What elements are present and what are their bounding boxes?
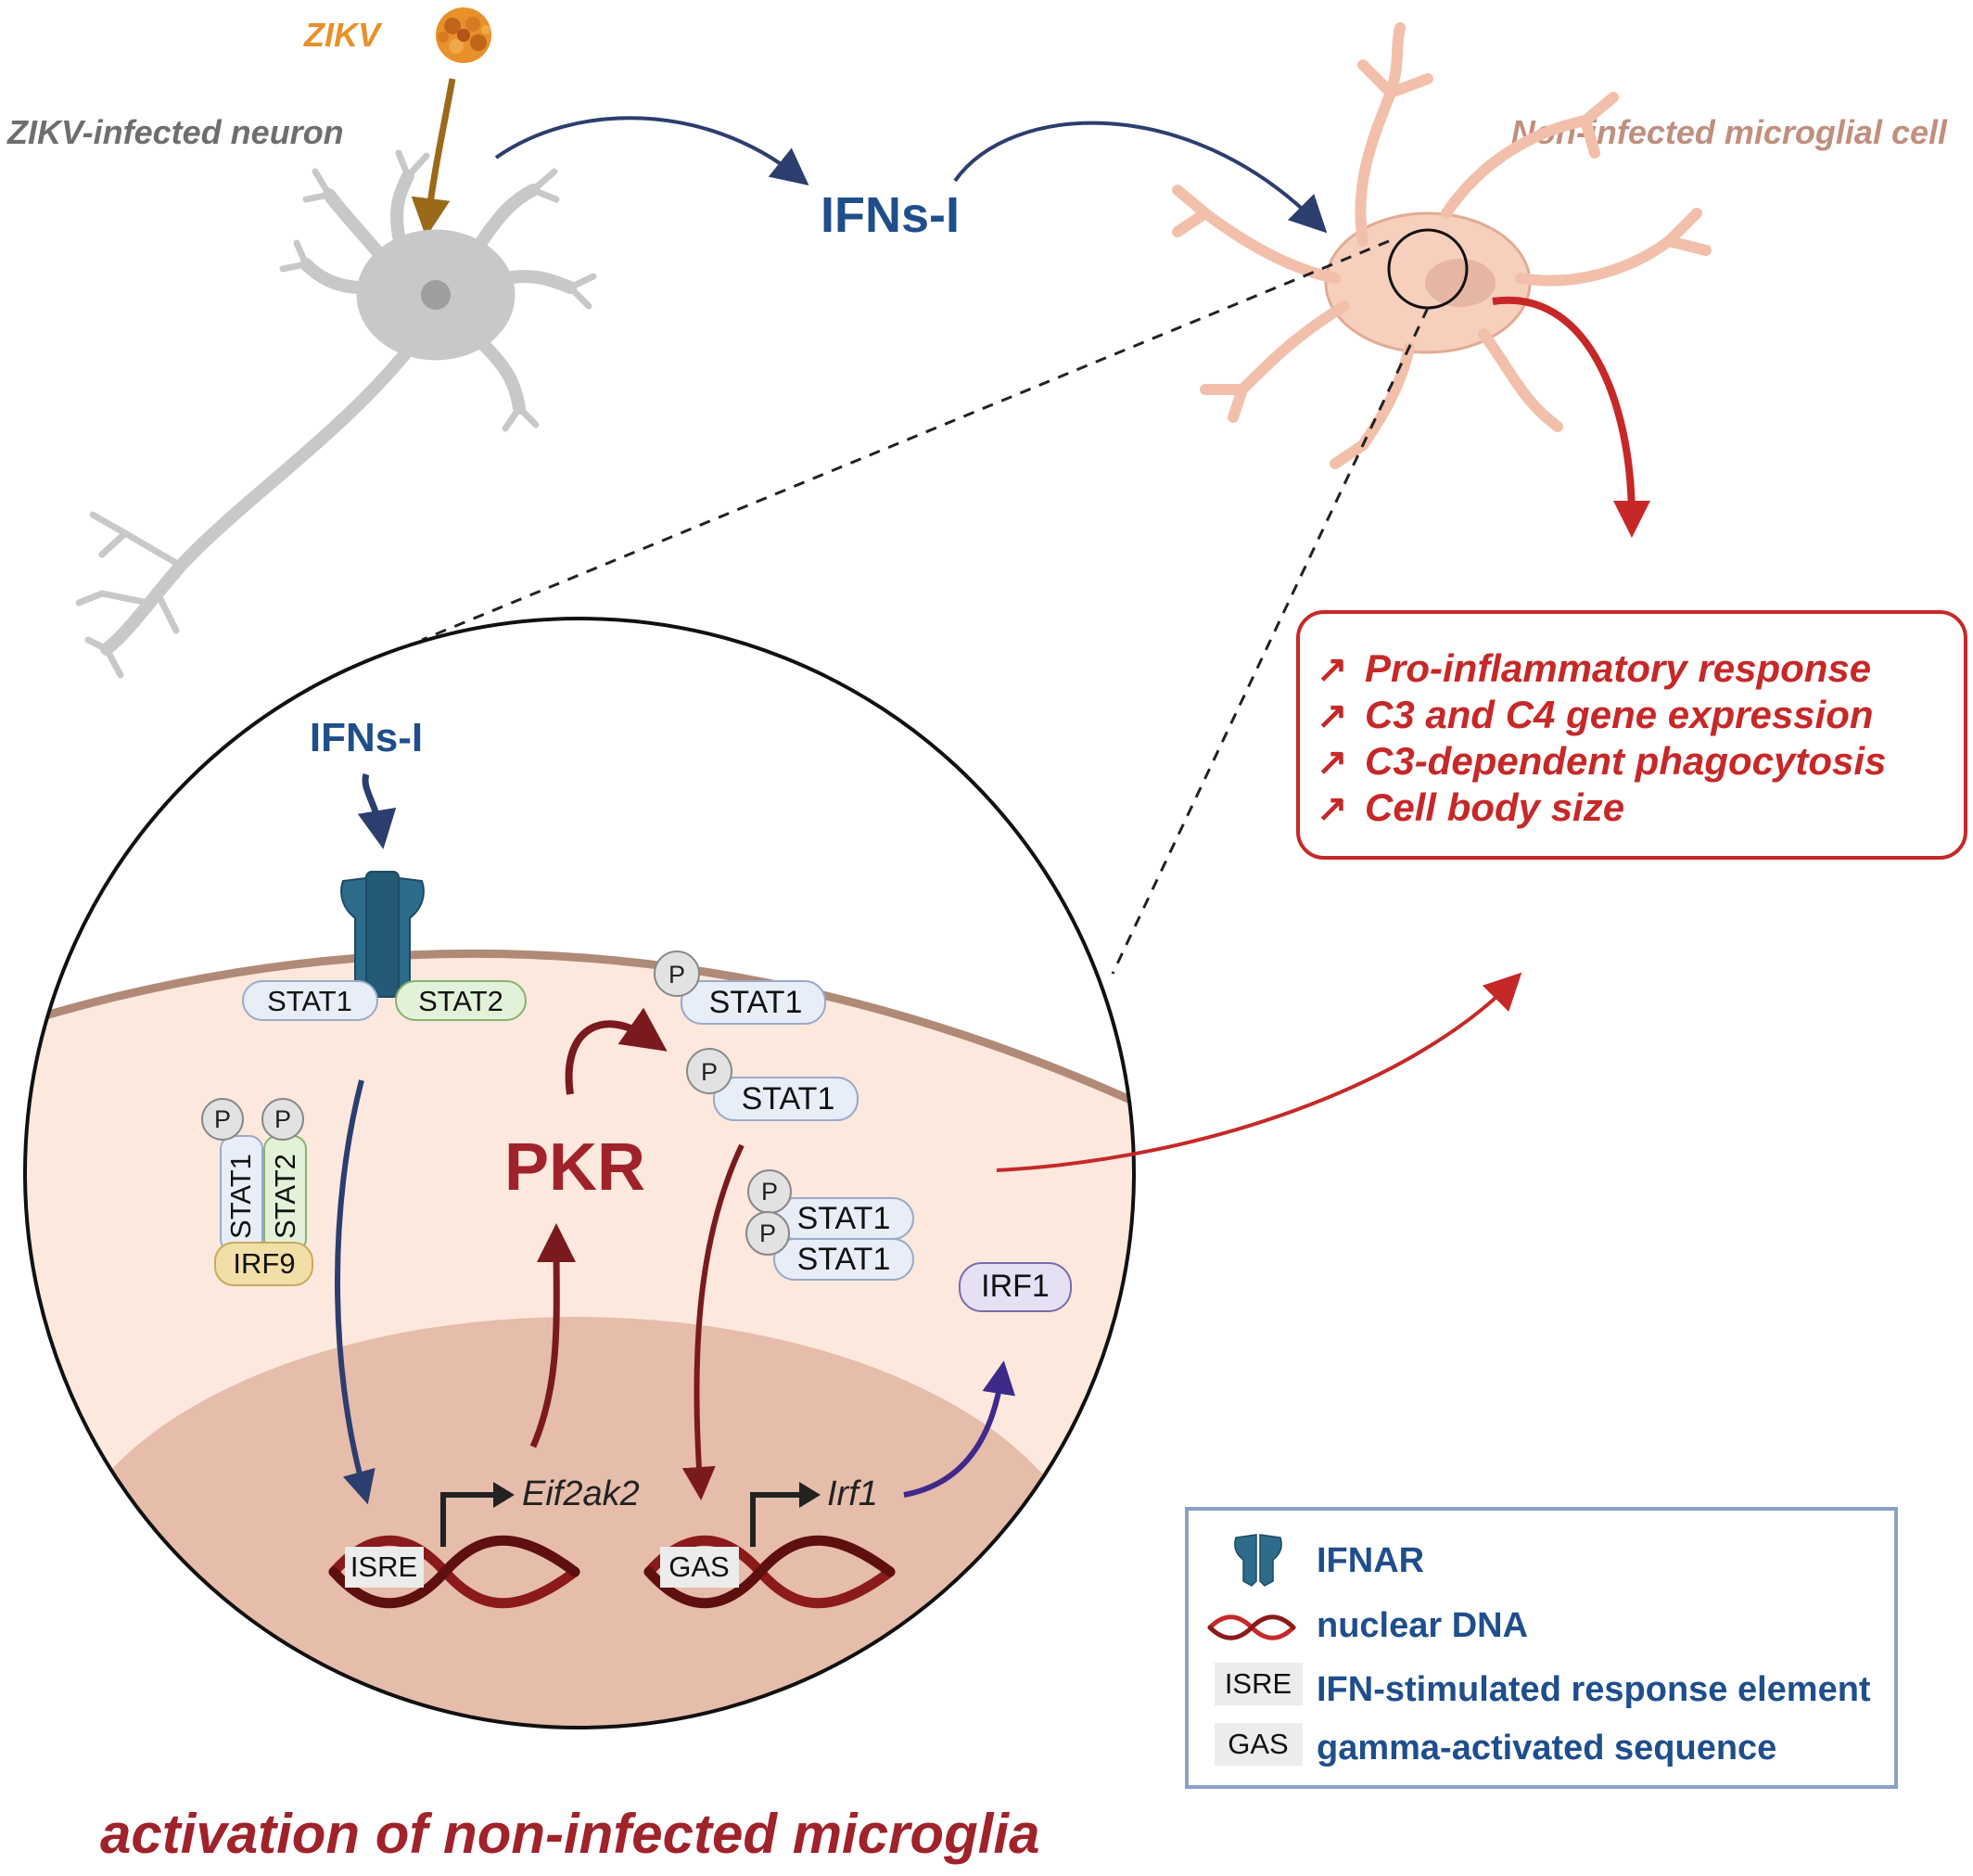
bottom-title: activation of non-infected microglia <box>100 1803 1039 1865</box>
ifnar-legend-icon <box>1234 1534 1282 1587</box>
zoom-line-left <box>421 239 1390 642</box>
outcome-item: Cell body size <box>1365 785 1624 829</box>
legend-gas-tag <box>1215 1723 1303 1766</box>
isgf3-stat1-label: STAT1 <box>224 1154 257 1239</box>
pstat1-top-label: STAT1 <box>709 985 803 1020</box>
legend-isre-tag <box>1215 1663 1303 1705</box>
stat1-pill <box>242 980 378 1021</box>
zika-virus-icon <box>436 7 491 63</box>
pstat1-mid-label: STAT1 <box>742 1081 835 1117</box>
ifns-top-label: IFNs-I <box>821 187 960 243</box>
pstat1-mid: STAT1 P <box>686 1048 859 1121</box>
isgf3-to-isre-arrow <box>335 1079 376 1505</box>
outcome-arrow-4: ↗ <box>1317 788 1348 829</box>
outcome-list: ↗ Pro-inflammatory response ↗ C3 and C4 … <box>1317 646 1886 829</box>
dna-legend-icon <box>1207 1614 1296 1640</box>
gaf-stat1-top-label: STAT1 <box>797 1201 891 1236</box>
pkr-to-stat1-arrow <box>565 1007 668 1095</box>
irf1-gene-to-protein-arrow <box>903 1360 1016 1498</box>
phospho-label: P <box>668 961 685 989</box>
dna-isre-icon <box>328 1535 580 1609</box>
isre-tag <box>345 1547 424 1588</box>
promoter-arrowhead <box>799 1482 821 1508</box>
legend-isre-desc: IFN-stimulated response element <box>1317 1670 1871 1709</box>
outcome-box <box>1296 610 1967 860</box>
stat2-pill <box>395 980 527 1021</box>
eif2ak2-to-pkr-arrow <box>529 1223 577 1448</box>
irf9-label: IRF9 <box>233 1247 295 1280</box>
inset-to-outcome-arrow <box>996 972 1522 1172</box>
phospho-badge <box>686 1048 732 1094</box>
zikv-label: ZIKV <box>303 16 383 54</box>
phospho-label: P <box>701 1058 718 1086</box>
pkr-label: PKR <box>504 1130 645 1205</box>
stat2-label: STAT2 <box>418 985 503 1017</box>
gaf-stat1-bottom-label: STAT1 <box>797 1242 891 1277</box>
eif2ak2-promoter-arrow <box>440 1492 499 1547</box>
outcome-arrow-2: ↗ <box>1317 696 1348 736</box>
legend-box <box>1185 1507 1898 1789</box>
irf1-promoter-arrow <box>750 1492 805 1547</box>
phospho-label: P <box>761 1178 778 1206</box>
zoom-line-right <box>1111 307 1430 975</box>
dna-gas-icon <box>643 1535 896 1609</box>
gas-label: GAS <box>668 1551 729 1583</box>
irf9-pill <box>214 1242 313 1286</box>
outcome-item: C3 and C4 gene expression <box>1365 693 1874 736</box>
gaf-dimer: STAT1 STAT1 P P <box>745 1169 914 1281</box>
outcome-arrow-1: ↗ <box>1317 649 1348 690</box>
eif2ak2-label: Eif2ak2 <box>522 1474 640 1513</box>
legend-gas-tag-label: GAS <box>1228 1728 1288 1760</box>
outcome-item: C3-dependent phagocytosis <box>1365 739 1886 783</box>
virus-entry-arrow <box>411 78 456 237</box>
ifns-inset-label: IFNs-I <box>310 715 423 760</box>
cell-inset <box>25 619 1134 1728</box>
ifnar-receptor-icon <box>340 871 425 998</box>
irf1-pill <box>959 1262 1072 1312</box>
legend-ifnar: IFNAR <box>1317 1541 1424 1580</box>
phospho-label: P <box>274 1105 291 1133</box>
outcome-item: Pro-inflammatory response <box>1365 646 1871 690</box>
phospho-badge <box>201 1098 244 1141</box>
legend-dna: nuclear DNA <box>1317 1606 1528 1645</box>
pstat1-top: STAT1 P <box>654 951 826 1025</box>
infected-neuron-label: ZIKV-infected neuron <box>6 113 344 151</box>
irf1-label: IRF1 <box>981 1269 1050 1304</box>
phospho-badge <box>745 1211 790 1256</box>
phospho-label: P <box>214 1105 231 1133</box>
phospho-badge <box>261 1098 304 1141</box>
ifn-to-microglia-arrow <box>953 121 1328 234</box>
gaf-to-gas-arrow <box>681 1143 745 1500</box>
irf1-gene-label: Irf1 <box>827 1474 878 1513</box>
isre-label: ISRE <box>350 1551 417 1583</box>
stat1-label: STAT1 <box>267 985 352 1017</box>
outcome-arrow-3: ↗ <box>1317 742 1348 783</box>
phospho-badge <box>654 951 700 997</box>
neuron-icon <box>75 149 597 679</box>
microglia-icon <box>1172 22 1712 469</box>
gas-tag <box>660 1547 739 1588</box>
inset-border <box>23 617 1136 1729</box>
microglia-to-outcome-arrow <box>1492 296 1650 538</box>
phospho-label: P <box>759 1219 776 1247</box>
neuron-to-ifn-arrow <box>494 116 809 185</box>
isgf3-stat2-label: STAT2 <box>269 1154 301 1239</box>
ifn-binding-arrow <box>357 772 397 849</box>
isgf3-complex: STAT1 STAT2 P P IRF9 <box>201 1098 313 1286</box>
legend-gas-desc: gamma-activated sequence <box>1317 1729 1776 1768</box>
legend-isre-tag-label: ISRE <box>1225 1667 1292 1700</box>
promoter-arrowhead <box>493 1482 515 1508</box>
